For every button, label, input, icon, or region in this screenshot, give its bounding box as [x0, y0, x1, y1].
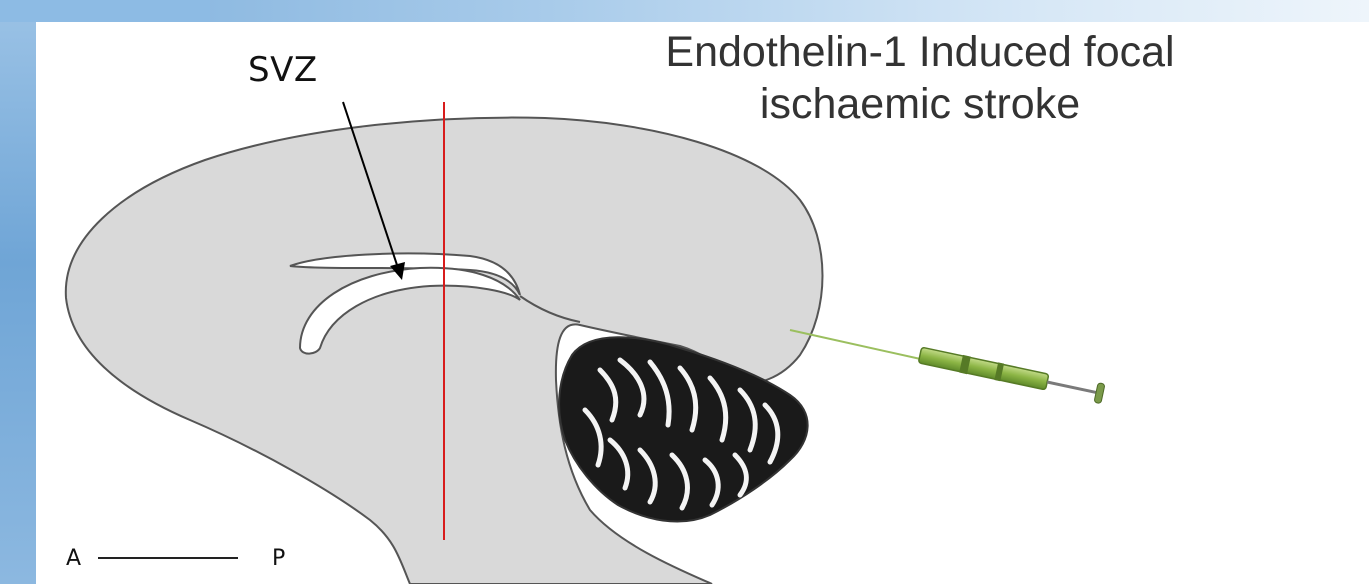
diagram-title: Endothelin-1 Induced focal ischaemic str…: [560, 26, 1280, 130]
anterior-label: A: [66, 546, 81, 571]
needle: [790, 330, 925, 360]
posterior-label: P: [272, 546, 285, 571]
title-line-1: Endothelin-1 Induced focal: [560, 26, 1280, 78]
svz-label: SVZ: [248, 50, 318, 90]
title-line-2: ischaemic stroke: [560, 78, 1280, 130]
syringe-icon: [918, 345, 1105, 403]
